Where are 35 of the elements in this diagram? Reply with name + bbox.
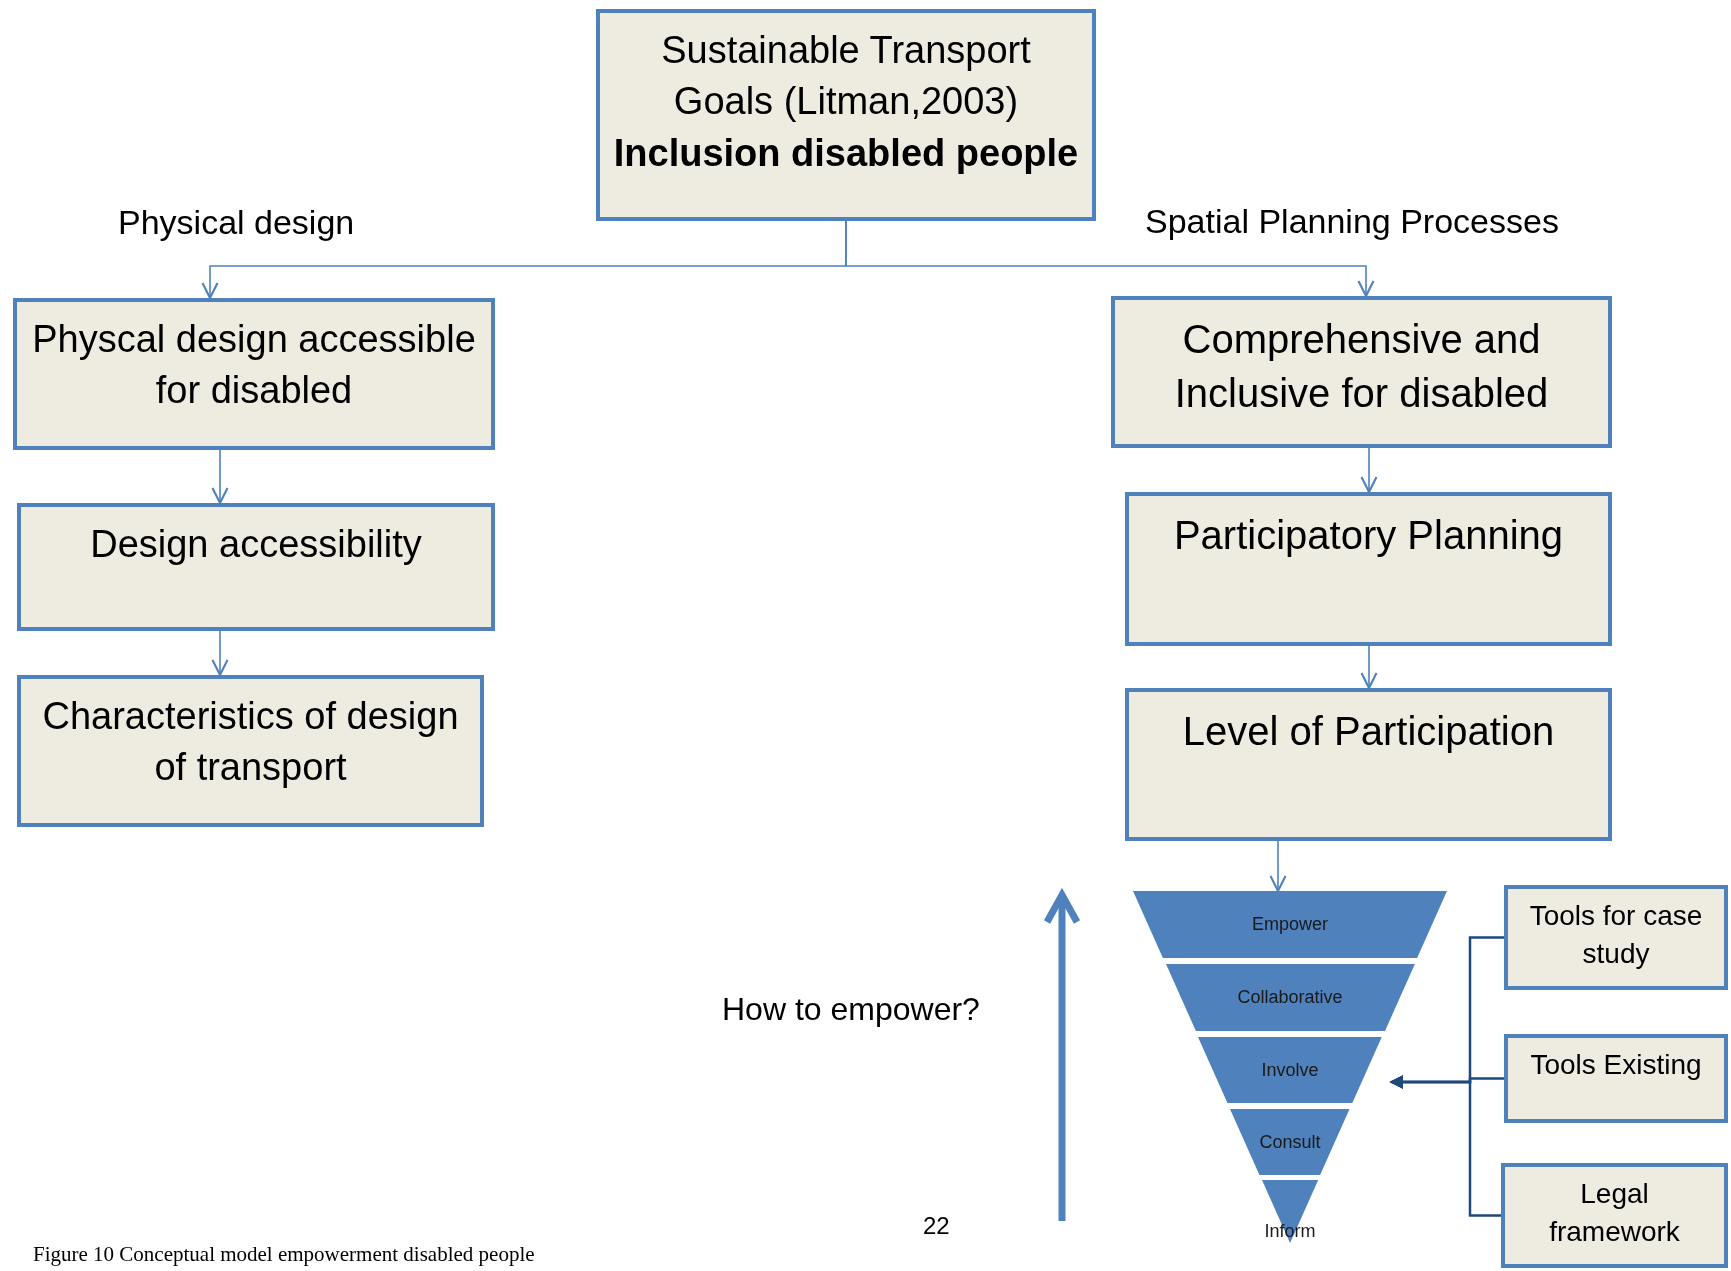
connector-arrow (1360, 645, 1378, 690)
process-box (1111, 296, 1612, 448)
level-label: Consult (1259, 1130, 1321, 1154)
connector-arrow (1360, 447, 1378, 494)
box-text: Participatory Planning (1173, 512, 1564, 559)
process-box (1504, 885, 1728, 990)
box-text: Physcal design accessible for disabled (31, 317, 477, 414)
box-subtitle: Inclusion disabled people (613, 130, 1079, 176)
level-label: Collaborative (1237, 986, 1343, 1009)
page-number: 22 (923, 1211, 950, 1241)
connector-arrow (1389, 1075, 1501, 1217)
box-text: Characteristics of design of transport (41, 694, 460, 791)
connector-arrow (845, 220, 1375, 298)
level-label: Empower (1252, 913, 1328, 936)
connector-arrow (211, 630, 229, 677)
box-text: Design accessibility (90, 522, 422, 567)
box-text: Legal framework (1548, 1177, 1681, 1249)
process-box (1125, 688, 1612, 841)
connector-arrow (211, 449, 229, 505)
box-text: Tools Existing (1530, 1048, 1702, 1082)
box-text: Sustainable Transport Goals (Litman,2003) (660, 28, 1032, 125)
process-box (17, 675, 484, 827)
process-box (596, 9, 1096, 221)
process-box (17, 503, 495, 631)
process-box (1504, 1034, 1728, 1123)
connector-arrow (1269, 840, 1287, 893)
process-box (13, 298, 495, 450)
process-box (1501, 1163, 1728, 1268)
question-label: How to empower? (722, 990, 980, 1029)
box-text: Level of Participation (1182, 708, 1555, 755)
box-text: Tools for case study (1528, 899, 1704, 971)
box-text: Comprehensive and Inclusive for disabled (1173, 316, 1550, 417)
process-box (1125, 492, 1612, 646)
figure-caption: Figure 10 Conceptual model empowerment disabled people (33, 1244, 535, 1265)
level-label: Involve (1261, 1058, 1319, 1082)
